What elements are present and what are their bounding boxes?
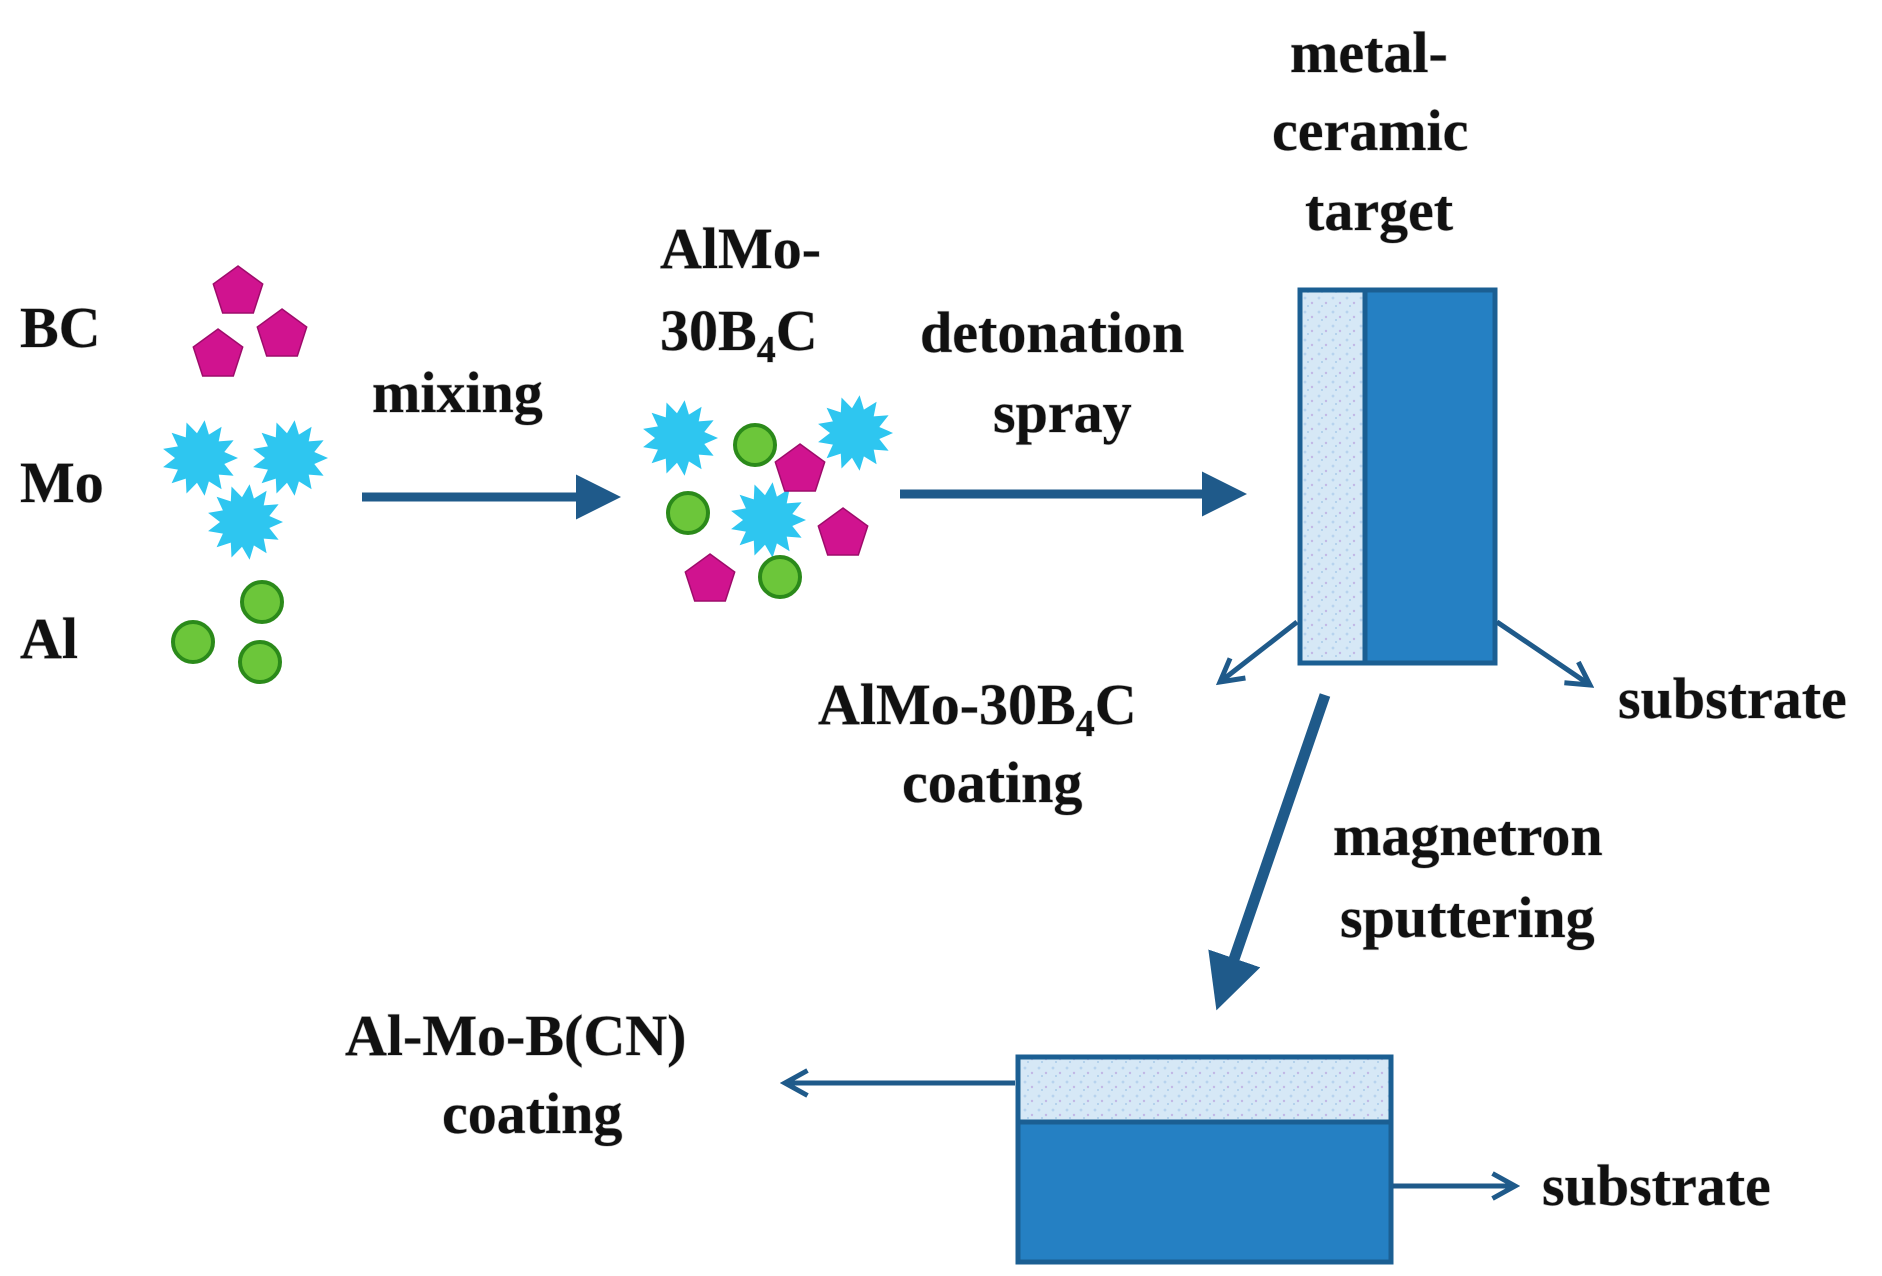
bc-particle-group — [192, 265, 308, 377]
circle-particle-icon — [733, 423, 777, 467]
pentagon-icon — [192, 328, 244, 377]
powder-mix-particle-group — [643, 395, 893, 602]
star-burst-icon — [818, 395, 893, 471]
coated-substrate — [1015, 1054, 1394, 1265]
star-burst-icon — [253, 420, 328, 496]
powder-mix-label-line2: 30B4C — [660, 298, 818, 371]
detonation-label-line1: detonation — [920, 300, 1184, 365]
coating1-label-line2: coating — [902, 750, 1082, 815]
substrate-top-label: substrate — [1618, 666, 1847, 731]
target-label-line1: metal- — [1290, 20, 1448, 85]
pentagon-icon — [684, 553, 736, 602]
circle-particle-icon — [666, 491, 710, 535]
coating1-label-line1: AlMo-30B4C — [818, 672, 1137, 745]
target-substrate-layer — [1362, 287, 1498, 666]
detonation-label-line2: spray — [993, 380, 1132, 445]
pentagon-icon — [212, 265, 264, 314]
star-burst-icon — [731, 482, 806, 558]
pentagon-icon — [817, 507, 869, 556]
powder-mix-label-line1: AlMo- — [660, 216, 821, 281]
coating2-label-line1: Al-Mo-B(CN) — [345, 1003, 686, 1068]
circle-particle-icon — [171, 620, 215, 664]
substrate-top-pointer-arrow — [1495, 619, 1590, 685]
circle-particle-icon — [238, 640, 282, 684]
mixing-label: mixing — [372, 360, 543, 425]
al-particle-group — [171, 580, 284, 684]
mo-particle-group — [163, 420, 328, 560]
magnetron-label-line1: magnetron — [1333, 803, 1603, 868]
star-burst-icon — [208, 484, 283, 560]
target-label-line2: ceramic — [1272, 98, 1468, 163]
circle-particle-icon — [240, 580, 284, 624]
star-burst-icon — [643, 400, 718, 476]
coating1-pointer-arrow — [1220, 620, 1299, 682]
metal-ceramic-target — [1297, 287, 1498, 666]
final-coating-layer — [1015, 1054, 1394, 1125]
final-substrate-layer — [1015, 1119, 1394, 1265]
mo-label: Mo — [20, 450, 104, 515]
coating2-label-line2: coating — [442, 1081, 622, 1146]
al-label: Al — [20, 606, 78, 671]
target-coating-layer — [1297, 287, 1368, 666]
bc-label: BC — [20, 295, 101, 360]
star-burst-icon — [163, 420, 238, 496]
target-label-line3: target — [1305, 178, 1454, 243]
substrate-bottom-label: substrate — [1542, 1153, 1771, 1218]
magnetron-label-line2: sputtering — [1340, 885, 1595, 950]
magnetron-sputtering-arrow — [1208, 693, 1331, 1011]
circle-particle-icon — [758, 555, 802, 599]
pentagon-icon — [256, 308, 308, 357]
pentagon-icon — [774, 443, 826, 492]
